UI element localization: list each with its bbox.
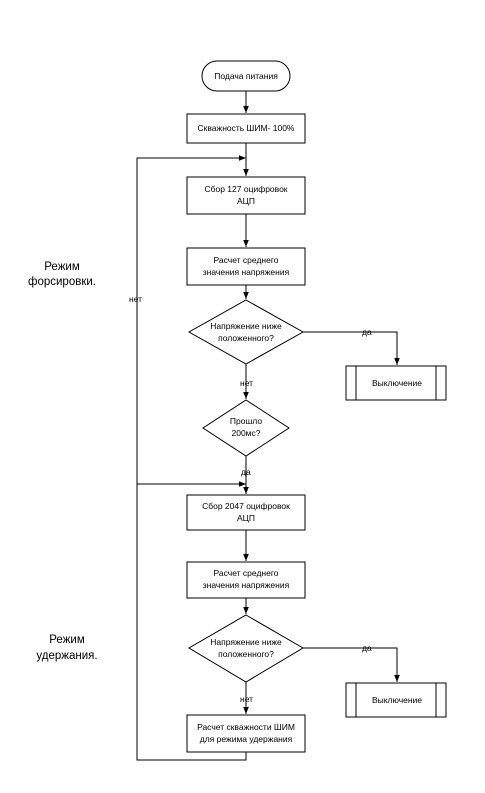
no-loop-label: нет bbox=[129, 294, 142, 304]
voltage-condition-diamond-1: Напряжение ниже положенного? bbox=[187, 299, 305, 365]
average-voltage-box-2: Расчет среднего значения напряжения bbox=[186, 561, 306, 599]
diagram-text: АЦП bbox=[237, 513, 255, 523]
mode-label-holding: Режим удержания. bbox=[36, 634, 97, 662]
diagram-text: форсировки. bbox=[28, 276, 96, 288]
diagram-text: Напряжение ниже bbox=[210, 321, 282, 331]
diagram-text: 200мс? bbox=[231, 428, 260, 438]
average-voltage-box-1: Расчет среднего значения напряжения bbox=[186, 247, 306, 286]
no-label-2: нет bbox=[240, 694, 253, 704]
diagram-text: для режима удержания bbox=[200, 734, 293, 744]
yes-label-2: да bbox=[362, 643, 372, 653]
no-label-1: нет bbox=[240, 378, 253, 388]
adc-2047-box: Сбор 2047 оцифровок АЦП bbox=[186, 494, 306, 531]
diagram-text: Расчет среднего bbox=[214, 255, 279, 265]
diagram-text: Выключение bbox=[372, 378, 422, 388]
start-terminator: Подача питания bbox=[201, 60, 291, 92]
diagram-text: значения напряжения bbox=[203, 580, 290, 590]
shutdown-box-2: Выключение bbox=[345, 682, 447, 718]
diagram-text: Сбор 127 оцифровок bbox=[204, 184, 287, 194]
pwm-full-box: Скважность ШИМ- 100% bbox=[186, 113, 306, 144]
adc-127-box: Сбор 127 оцифровок АЦП bbox=[186, 176, 306, 215]
diagram-text: Прошло bbox=[230, 416, 262, 426]
diagram-text: положенного? bbox=[218, 649, 274, 659]
diagram-text: Выключение bbox=[372, 695, 422, 705]
diagram-text: Скважность ШИМ- 100% bbox=[198, 123, 295, 133]
mode-label-forcing: Режим форсировки. bbox=[28, 261, 96, 288]
diagram-text: Напряжение ниже bbox=[210, 637, 282, 647]
yes-label-timer: да bbox=[241, 467, 251, 477]
diagram-text: АЦП bbox=[237, 196, 255, 206]
diagram-text: Режим bbox=[49, 634, 85, 646]
voltage-condition-diamond-2: Напряжение ниже положенного? bbox=[188, 614, 304, 683]
yes-label-1: да bbox=[362, 327, 372, 337]
diagram-text: Подача питания bbox=[214, 71, 278, 81]
timer-diamond: Прошло 200мс? bbox=[202, 399, 290, 457]
shutdown-box-1: Выключение bbox=[345, 365, 447, 401]
diagram-text: Расчет скважности ШИМ bbox=[197, 722, 295, 732]
diagram-text: Режим bbox=[44, 261, 80, 273]
diagram-text: Расчет среднего bbox=[214, 568, 279, 578]
pwm-calc-box: Расчет скважности ШИМ для режима удержан… bbox=[186, 714, 306, 753]
diagram-text: положенного? bbox=[218, 333, 274, 343]
connectors bbox=[136, 91, 400, 761]
diagram-text: удержания. bbox=[36, 650, 97, 662]
diagram-text: значения напряжения bbox=[203, 267, 290, 277]
diagram-text: Сбор 2047 оцифровок bbox=[202, 501, 290, 511]
